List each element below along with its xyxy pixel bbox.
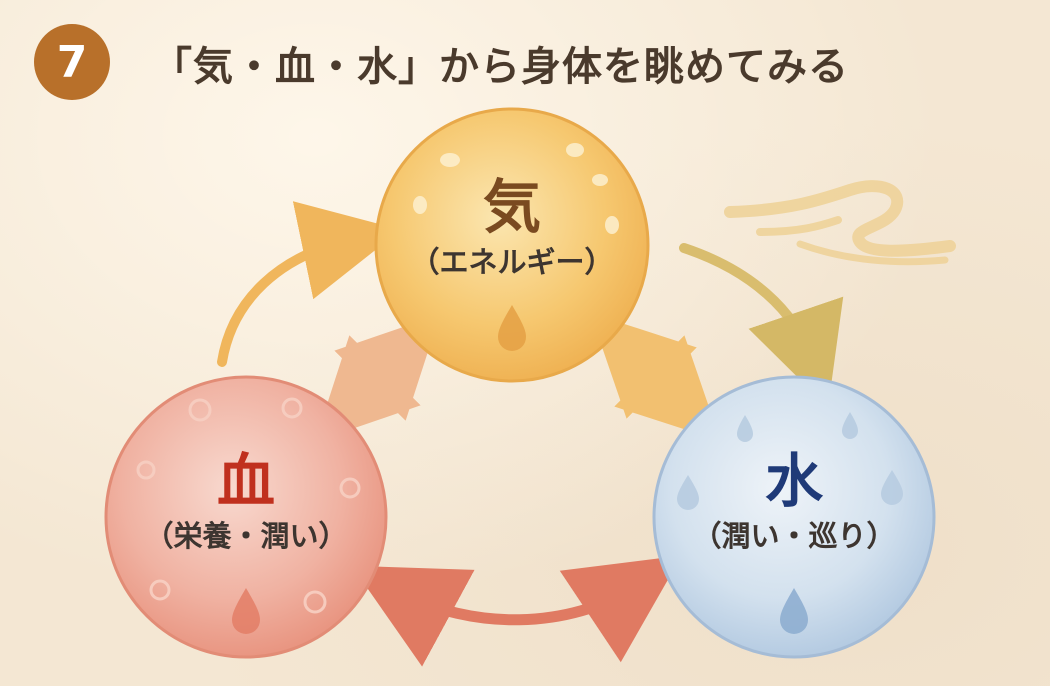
node-ketsu-sublabel: （栄養・潤い）	[144, 519, 348, 553]
step-number-badge: 7	[34, 24, 110, 100]
drop-icon	[232, 588, 260, 634]
node-ki-sublabel: （エネルギー）	[410, 245, 614, 279]
node-sui-circle	[652, 375, 936, 659]
drop-icon	[780, 588, 808, 634]
node-sui-label: 水	[764, 447, 823, 515]
arrow-ketsu-sui-bidirectional	[351, 555, 682, 667]
arrow-ki-to-sui	[679, 243, 844, 408]
arrow-ki-ketsu-bidirectional	[314, 314, 441, 442]
node-sui: 水 （潤い・巡り）	[664, 452, 924, 551]
node-ki: 気 （エネルギー）	[382, 178, 642, 277]
node-ketsu-label: 血	[216, 447, 275, 515]
node-ketsu-circle	[104, 375, 388, 659]
header: 7 「気・血・水」から身体を眺めてみる	[34, 22, 1034, 102]
node-ki-label: 気	[482, 173, 541, 241]
node-ketsu: 血 （栄養・潤い）	[116, 452, 376, 551]
node-ki-circle	[374, 107, 650, 383]
drop-icon	[498, 305, 526, 351]
page-title: 「気・血・水」から身体を眺めてみる	[152, 44, 849, 90]
node-sui-sublabel: （潤い・巡り）	[692, 519, 896, 553]
arrow-ketsu-to-ki	[217, 201, 401, 367]
arrow-ki-sui-bidirectional	[590, 312, 721, 442]
wind-swirl-icon	[724, 180, 956, 266]
